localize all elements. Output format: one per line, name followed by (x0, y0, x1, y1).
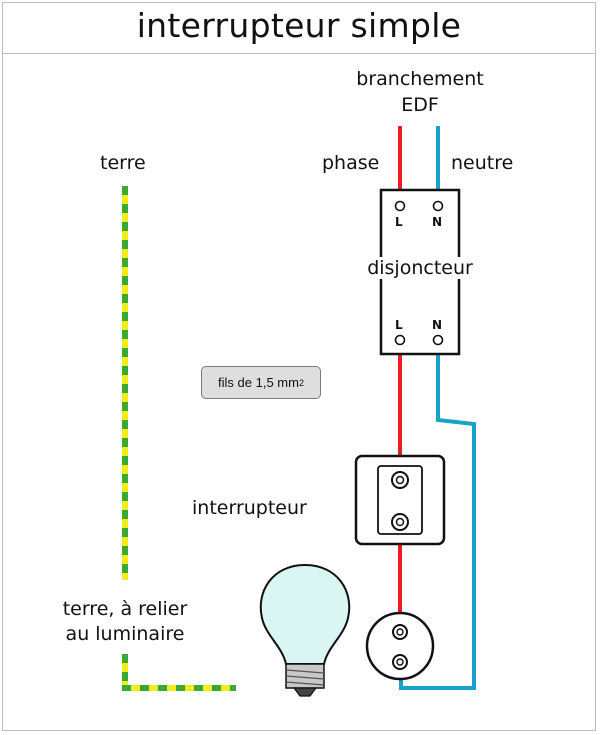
breaker-terminal-n-top (432, 200, 444, 212)
switch-label: interrupteur (192, 497, 307, 519)
light-switch (354, 454, 446, 546)
supply-label-line1: branchement (356, 68, 484, 90)
phase-label: phase (322, 152, 380, 174)
neutral-wire (399, 126, 476, 690)
wire-size-text: fils de 1,5 mm (218, 375, 299, 390)
ceiling-connector (365, 611, 435, 681)
terminal-l-top-label: L (395, 215, 403, 229)
earth-label: terre (100, 152, 146, 174)
breaker-terminal-l-top (394, 200, 406, 212)
breaker-terminal-n-bottom (432, 334, 444, 346)
earth-note-line1: terre, à relier (62, 598, 188, 620)
light-bulb-icon (259, 563, 351, 697)
wire-size-superscript: 2 (298, 377, 304, 388)
breaker-terminal-l-bottom (394, 334, 406, 346)
supply-label-line2: EDF (401, 94, 439, 116)
terminal-l-bottom-label: L (395, 318, 403, 332)
neutral-label: neutre (451, 152, 514, 174)
page-title: interrupteur simple (136, 6, 462, 45)
earth-note-line2: au luminaire (65, 623, 185, 645)
breaker-label: disjoncteur (342, 257, 498, 279)
title-bar: interrupteur simple (2, 2, 596, 54)
earth-wire (122, 186, 236, 691)
terminal-n-bottom-label: N (432, 318, 443, 332)
terminal-n-top-label: N (432, 215, 443, 229)
